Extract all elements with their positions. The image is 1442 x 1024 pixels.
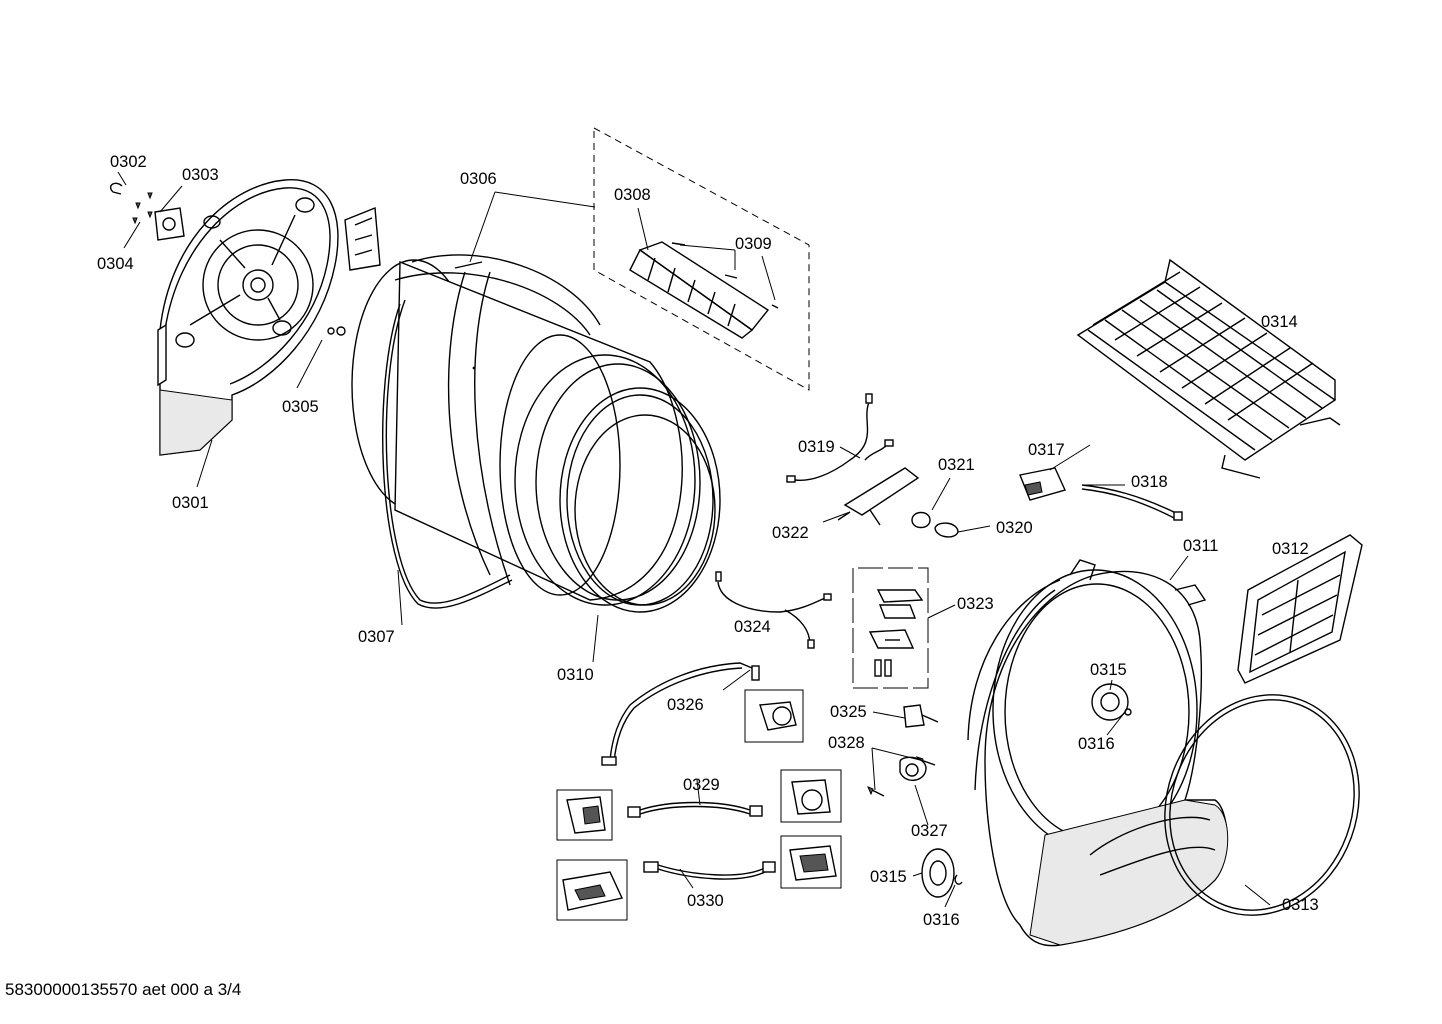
label-0307: 0307 bbox=[358, 628, 395, 646]
label-0317: 0317 bbox=[1028, 441, 1065, 459]
label-0316-upper: 0316 bbox=[1078, 735, 1115, 753]
label-0320: 0320 bbox=[996, 519, 1033, 537]
label-0302: 0302 bbox=[110, 153, 147, 171]
front-seal bbox=[1164, 694, 1360, 916]
label-0301: 0301 bbox=[172, 494, 209, 512]
label-0308: 0308 bbox=[614, 186, 651, 204]
drum bbox=[351, 254, 701, 606]
label-0325: 0325 bbox=[830, 703, 867, 721]
label-0318: 0318 bbox=[1131, 473, 1168, 491]
label-0329: 0329 bbox=[683, 776, 720, 794]
small-fasteners bbox=[109, 182, 346, 336]
rear-bearing-shield bbox=[157, 179, 381, 456]
label-0324: 0324 bbox=[734, 618, 771, 636]
lint-filter bbox=[1237, 534, 1363, 684]
label-0322: 0322 bbox=[772, 524, 809, 542]
label-0311: 0311 bbox=[1183, 537, 1218, 555]
label-0315-upper: 0315 bbox=[1090, 661, 1127, 679]
label-0316-lower: 0316 bbox=[923, 911, 960, 929]
leader-lines bbox=[117, 171, 1271, 908]
part-labels: 0302 0303 0304 0305 0301 0306 0307 0308 … bbox=[97, 153, 1319, 929]
label-0309: 0309 bbox=[735, 235, 772, 253]
label-0306: 0306 bbox=[460, 170, 497, 188]
label-0323: 0323 bbox=[957, 595, 994, 613]
label-0319: 0319 bbox=[798, 438, 835, 456]
part-kit-0323 bbox=[852, 567, 929, 689]
label-0304: 0304 bbox=[97, 255, 134, 273]
drying-rack bbox=[1076, 258, 1341, 479]
harness-0326 bbox=[601, 662, 804, 766]
label-0310: 0310 bbox=[557, 666, 594, 684]
connector-and-harness bbox=[1019, 467, 1183, 521]
drive-belt bbox=[382, 299, 513, 609]
label-0328: 0328 bbox=[828, 734, 865, 752]
label-0327: 0327 bbox=[911, 822, 948, 840]
label-0321: 0321 bbox=[938, 456, 975, 474]
label-0305: 0305 bbox=[282, 398, 319, 416]
tension-pulley bbox=[921, 848, 963, 898]
label-0313: 0313 bbox=[1282, 896, 1319, 914]
sensor-cables bbox=[786, 393, 959, 538]
small-parts-0325-0328 bbox=[867, 704, 939, 797]
label-0330: 0330 bbox=[687, 892, 724, 910]
cable-0324 bbox=[715, 571, 832, 649]
label-0312: 0312 bbox=[1272, 540, 1309, 558]
front-bearing-shield bbox=[967, 559, 1229, 947]
label-0315-lower: 0315 bbox=[870, 868, 907, 886]
label-0326: 0326 bbox=[667, 696, 704, 714]
label-0314: 0314 bbox=[1261, 313, 1298, 331]
label-0303: 0303 bbox=[182, 166, 219, 184]
harness-0329-0330 bbox=[556, 769, 842, 921]
front-drum-ring bbox=[559, 387, 721, 613]
paddle-assembly bbox=[593, 127, 810, 391]
document-id: 58300000135570 aet 000 a 3/4 bbox=[5, 980, 242, 999]
